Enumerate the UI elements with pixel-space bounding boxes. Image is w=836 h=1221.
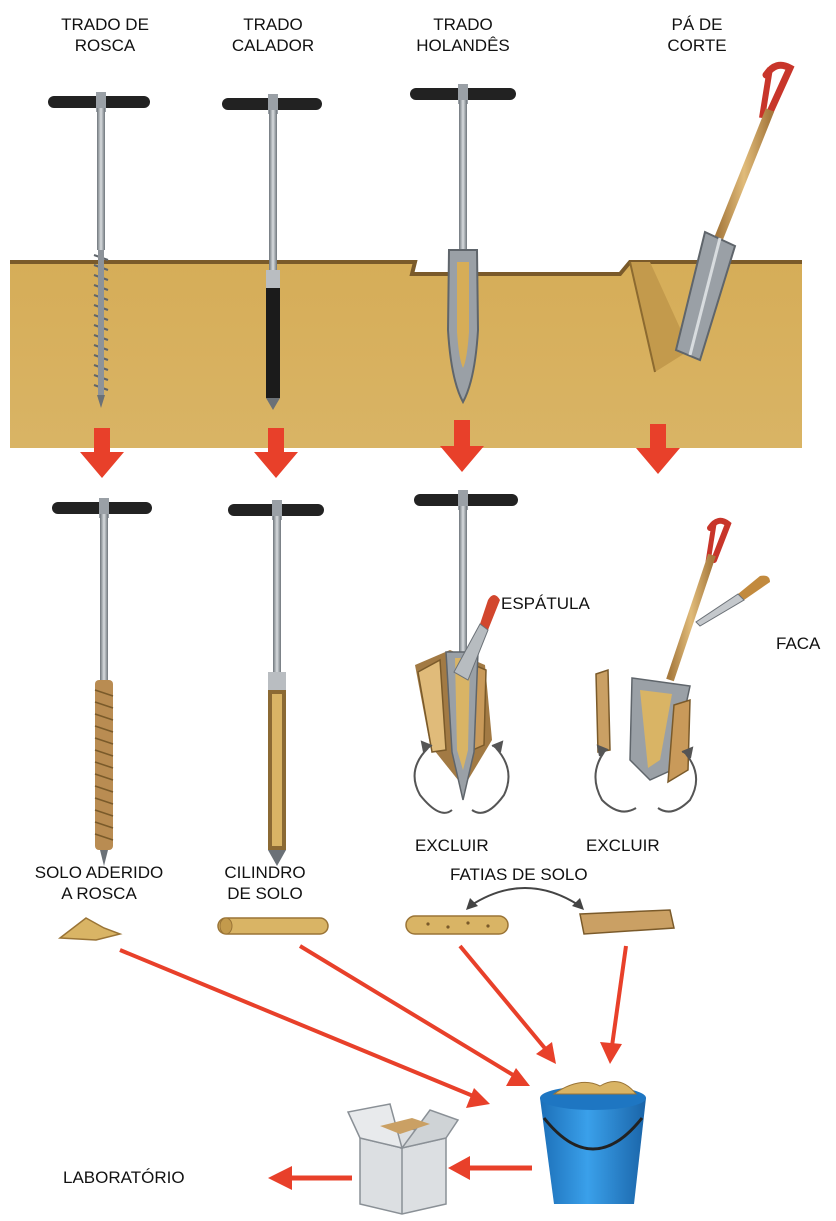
arrows-to-bucket — [120, 946, 626, 1108]
soil-cylinder-sample — [218, 918, 328, 934]
screw-auger-with-soil — [52, 498, 152, 866]
tube-auger-with-soil — [228, 500, 324, 866]
slices-link-arrow — [466, 888, 584, 910]
screw-auger-label: TRADO DE ROSCA — [30, 14, 180, 56]
arrow-bucket-to-box — [448, 1156, 532, 1180]
knife-label: FACA — [776, 633, 820, 654]
dutch-auger-label: TRADO HOLANDÊS — [388, 14, 538, 56]
tube-auger-label: TRADO CALADOR — [198, 14, 348, 56]
soil-slice-sample-left — [406, 916, 508, 934]
soil-on-screw-sample — [60, 918, 120, 940]
soil-slices-label: FATIAS DE SOLO — [450, 864, 588, 885]
soil-layer — [10, 262, 802, 448]
spade-label: PÁ DE CORTE — [622, 14, 772, 56]
box-icon — [348, 1104, 458, 1214]
soil-cylinder-label: CILINDRO DE SOLO — [190, 862, 340, 904]
knife-tool — [696, 576, 770, 626]
soil-on-screw-label: SOLO ADERIDO A ROSCA — [14, 862, 184, 904]
soil-slice-sample-right — [580, 910, 674, 934]
discard-label-left: EXCLUIR — [415, 835, 489, 856]
arrow-box-to-lab — [268, 1166, 352, 1190]
spatula-label: ESPÁTULA — [501, 593, 590, 614]
laboratory-label: LABORATÓRIO — [63, 1167, 185, 1188]
dutch-auger-with-soil — [414, 490, 518, 800]
spade-with-soil — [596, 521, 728, 782]
discard-label-right: EXCLUIR — [586, 835, 660, 856]
bucket-icon — [540, 1082, 646, 1205]
